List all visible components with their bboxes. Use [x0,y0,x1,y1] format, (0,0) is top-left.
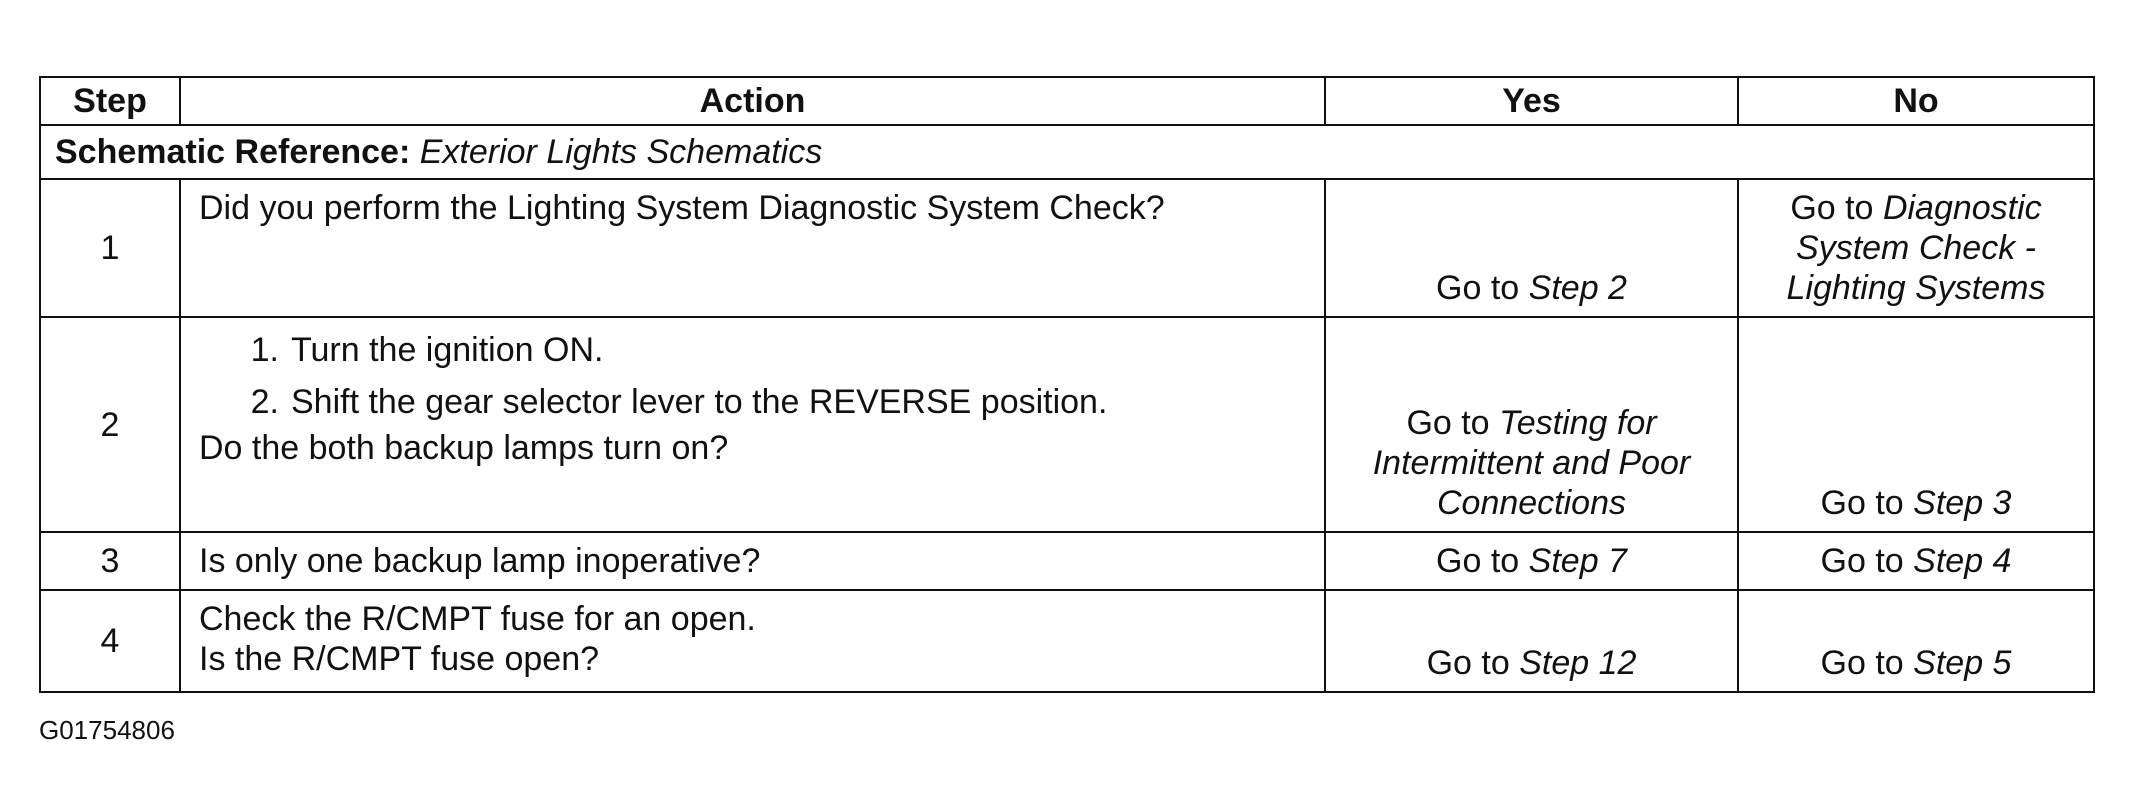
list-item-text: Turn the ignition ON. [291,331,604,369]
yes-cell: Go to Step 12 [1324,589,1739,693]
list-item-text: Shift the gear selector lever to the REV… [291,383,1108,421]
schematic-reference-label: Schematic Reference: [55,133,411,171]
yes-prefix: Go to [1426,644,1510,682]
schematic-reference-cell: Schematic Reference: Exterior Lights Sch… [39,124,2095,180]
no-link[interactable]: Step 3 [1913,484,2012,522]
list-item: 2. Shift the gear selector lever to the R… [229,382,1324,422]
yes-cell: Go to Step 2 [1324,178,1739,318]
step-number: 1 [39,178,181,318]
figure-id: G01754806 [39,715,175,745]
no-link-line-3[interactable]: Lighting Systems [1786,269,2046,307]
no-link-line-1[interactable]: Diagnostic [1882,189,2042,227]
schematic-reference-row: Schematic Reference: Exterior Lights Sch… [39,124,2095,180]
header-no: No [1737,76,2095,126]
action-line: Did you perform the Lighting System Diag… [199,189,1165,227]
list-item: 1. Turn the ignition ON. [229,330,1324,370]
table-row: 4 Check the R/CMPT fuse for an open. Is … [39,589,2095,693]
diagnostic-table: Step Action Yes No Schematic Reference: … [39,76,2095,693]
step-number: 2 [39,316,181,533]
header-step: Step [39,76,181,126]
action-text: Did you perform the Lighting System Diag… [179,178,1326,318]
table-row: 2 1. Turn the ignition ON. 2. Shift the ge… [39,316,2095,533]
header-yes: Yes [1324,76,1739,126]
no-link[interactable]: Step 5 [1913,644,2012,682]
yes-link-line-2[interactable]: Intermittent and Poor [1372,444,1691,482]
yes-prefix: Go to [1436,542,1520,580]
no-cell: Go to Step 5 [1737,589,2095,693]
no-cell: Go to Step 4 [1737,531,2095,591]
list-item-number: 2. [250,383,279,421]
yes-link-line-1[interactable]: Testing for [1499,404,1657,442]
table-header-row: Step Action Yes No [39,76,2095,126]
table-row: 3 Is only one backup lamp inoperative? G… [39,531,2095,591]
yes-link[interactable]: Step 7 [1528,542,1627,580]
yes-cell: Go to Step 7 [1324,531,1739,591]
action-list: 1. Turn the ignition ON. 2. Shift the gear… [199,330,1324,422]
yes-cell: Go to Testing for Intermittent and Poor … [1324,316,1739,533]
table-row: 1 Did you perform the Lighting System Di… [39,178,2095,318]
action-line: Is only one backup lamp inoperative? [199,542,761,580]
action-text: Check the R/CMPT fuse for an open. Is th… [179,589,1326,693]
no-prefix: Go to [1790,189,1874,227]
step-number: 4 [39,589,181,693]
no-link-line-2[interactable]: System Check - [1796,229,2036,267]
no-prefix: Go to [1820,644,1904,682]
yes-link-line-3[interactable]: Connections [1436,484,1626,522]
yes-link[interactable]: Step 12 [1519,644,1637,682]
list-item-number: 1. [250,331,279,369]
action-line: Is the R/CMPT fuse open? [199,640,600,678]
step-number: 3 [39,531,181,591]
schematic-reference-link[interactable]: Exterior Lights Schematics [419,133,823,171]
yes-link[interactable]: Step 2 [1528,269,1627,307]
action-line: Check the R/CMPT fuse for an open. [199,600,756,638]
action-text: 1. Turn the ignition ON. 2. Shift the gear… [179,316,1326,533]
no-prefix: Go to [1820,542,1904,580]
no-cell: Go to Diagnostic System Check - Lighting… [1737,178,2095,318]
action-question: Do the both backup lamps turn on? [199,429,729,467]
no-prefix: Go to [1820,484,1904,522]
yes-prefix: Go to [1436,269,1520,307]
header-action: Action [179,76,1326,126]
no-link[interactable]: Step 4 [1913,542,2012,580]
no-cell: Go to Step 3 [1737,316,2095,533]
yes-prefix: Go to [1406,404,1490,442]
action-text: Is only one backup lamp inoperative? [179,531,1326,591]
